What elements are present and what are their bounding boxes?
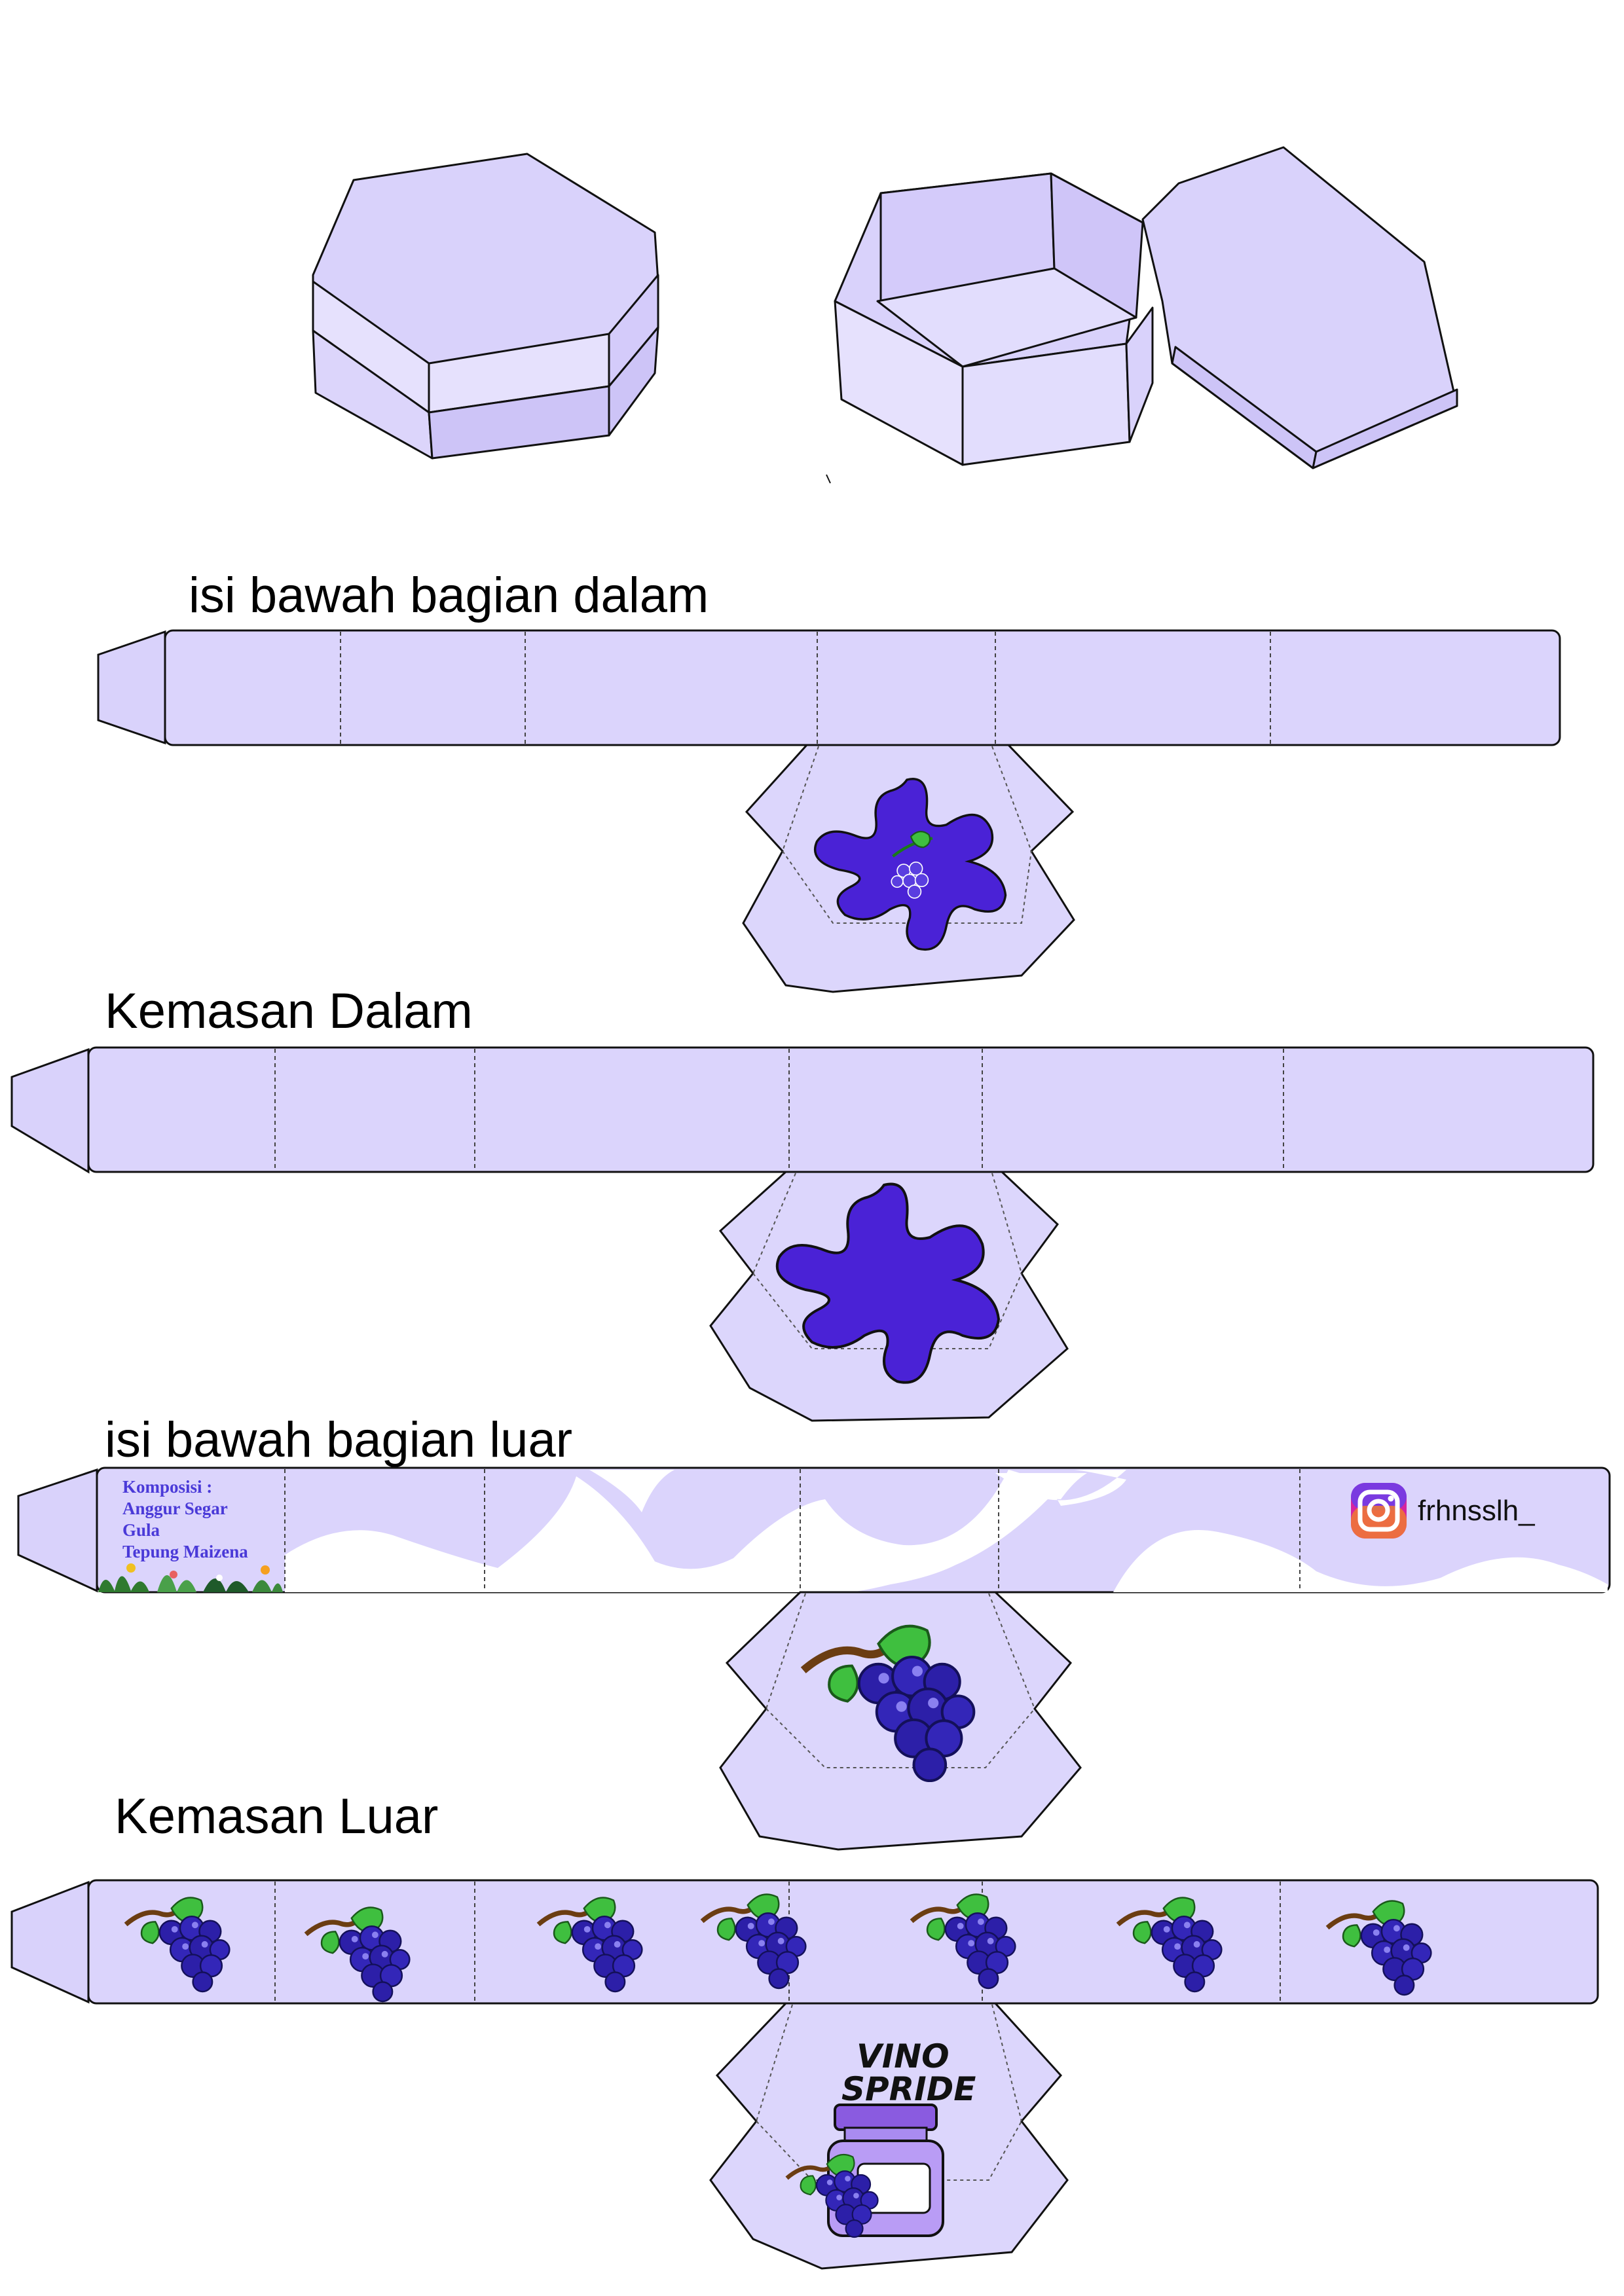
outer-base-wall-strip: Komposisi : Anggur Segar Gula Tepung Mai… — [17, 1467, 1611, 1594]
foliage-decoration — [98, 1563, 283, 1592]
small-grape-icon — [891, 831, 933, 899]
outer-base-bottom-panel — [719, 1591, 1082, 1851]
section-label-outer-base: isi bawah bagian luar — [105, 1412, 572, 1468]
inner-base-wall-strip — [97, 629, 1561, 746]
outer-package-bottom-panel: VINO SPRIDE — [709, 2002, 1069, 2270]
outer-package-wall-strip — [10, 1879, 1599, 2005]
inner-package-bottom-panel — [709, 1171, 1069, 1422]
instagram-icon — [1351, 1483, 1407, 1539]
inner-base-bottom-panel — [742, 744, 1075, 993]
inner-package-wall-strip — [10, 1046, 1595, 1174]
product-name-line2: SPRIDE — [841, 2070, 976, 2108]
section-label-inner-package: Kemasan Dalam — [105, 983, 473, 1039]
closed-box-illustration — [312, 153, 659, 460]
composition-item-2: Gula — [122, 1520, 160, 1540]
section-label-outer-package: Kemasan Luar — [115, 1789, 438, 1844]
open-box-illustration — [834, 146, 1458, 469]
section-label-inner-base: isi bawah bagian dalam — [189, 568, 709, 623]
social-handle: frhnsslh_ — [1418, 1495, 1535, 1527]
product-name-line1: VINO — [857, 2037, 950, 2075]
composition-item-1: Anggur Segar — [122, 1499, 228, 1518]
composition-title: Komposisi : — [122, 1477, 212, 1497]
composition-item-3: Tepung Maizena — [122, 1542, 248, 1561]
white-wave-decoration — [285, 1470, 1126, 1594]
